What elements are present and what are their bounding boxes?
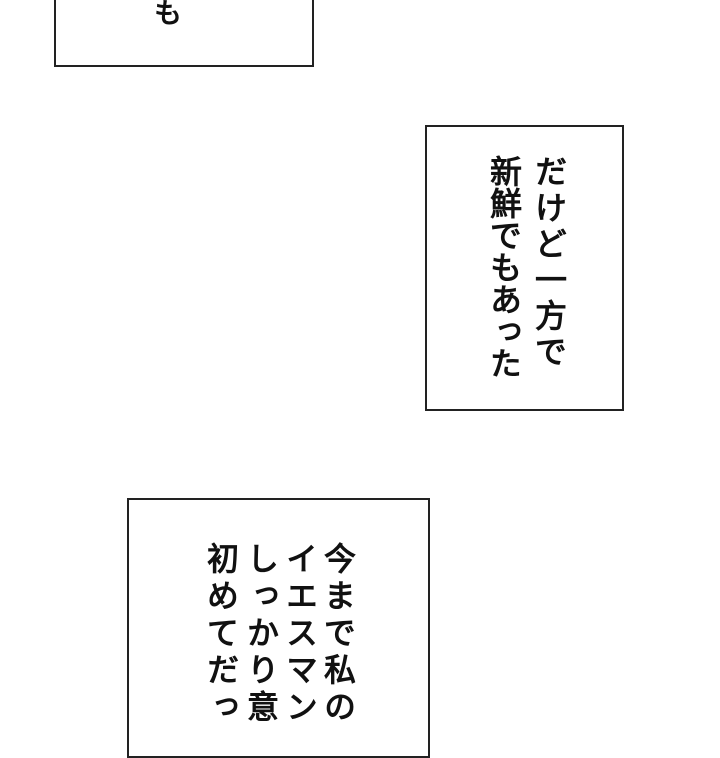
speech-box-1: も <box>54 0 314 67</box>
text-line: 新鮮でもあった <box>485 155 523 379</box>
text-line: しっかり意 <box>242 542 280 727</box>
speech-box-2: だけど一方で 新鮮でもあった <box>425 125 624 411</box>
text-line: だけど一方で <box>530 155 568 371</box>
text-line: も <box>150 0 183 26</box>
speech-box-3: 今まで私の イエスマン しっかり意 初めてだっ <box>127 498 430 758</box>
text-line: 初めてだっ <box>202 542 240 727</box>
text-line: 今まで私の <box>319 542 357 727</box>
text-line: イエスマン <box>281 542 319 727</box>
